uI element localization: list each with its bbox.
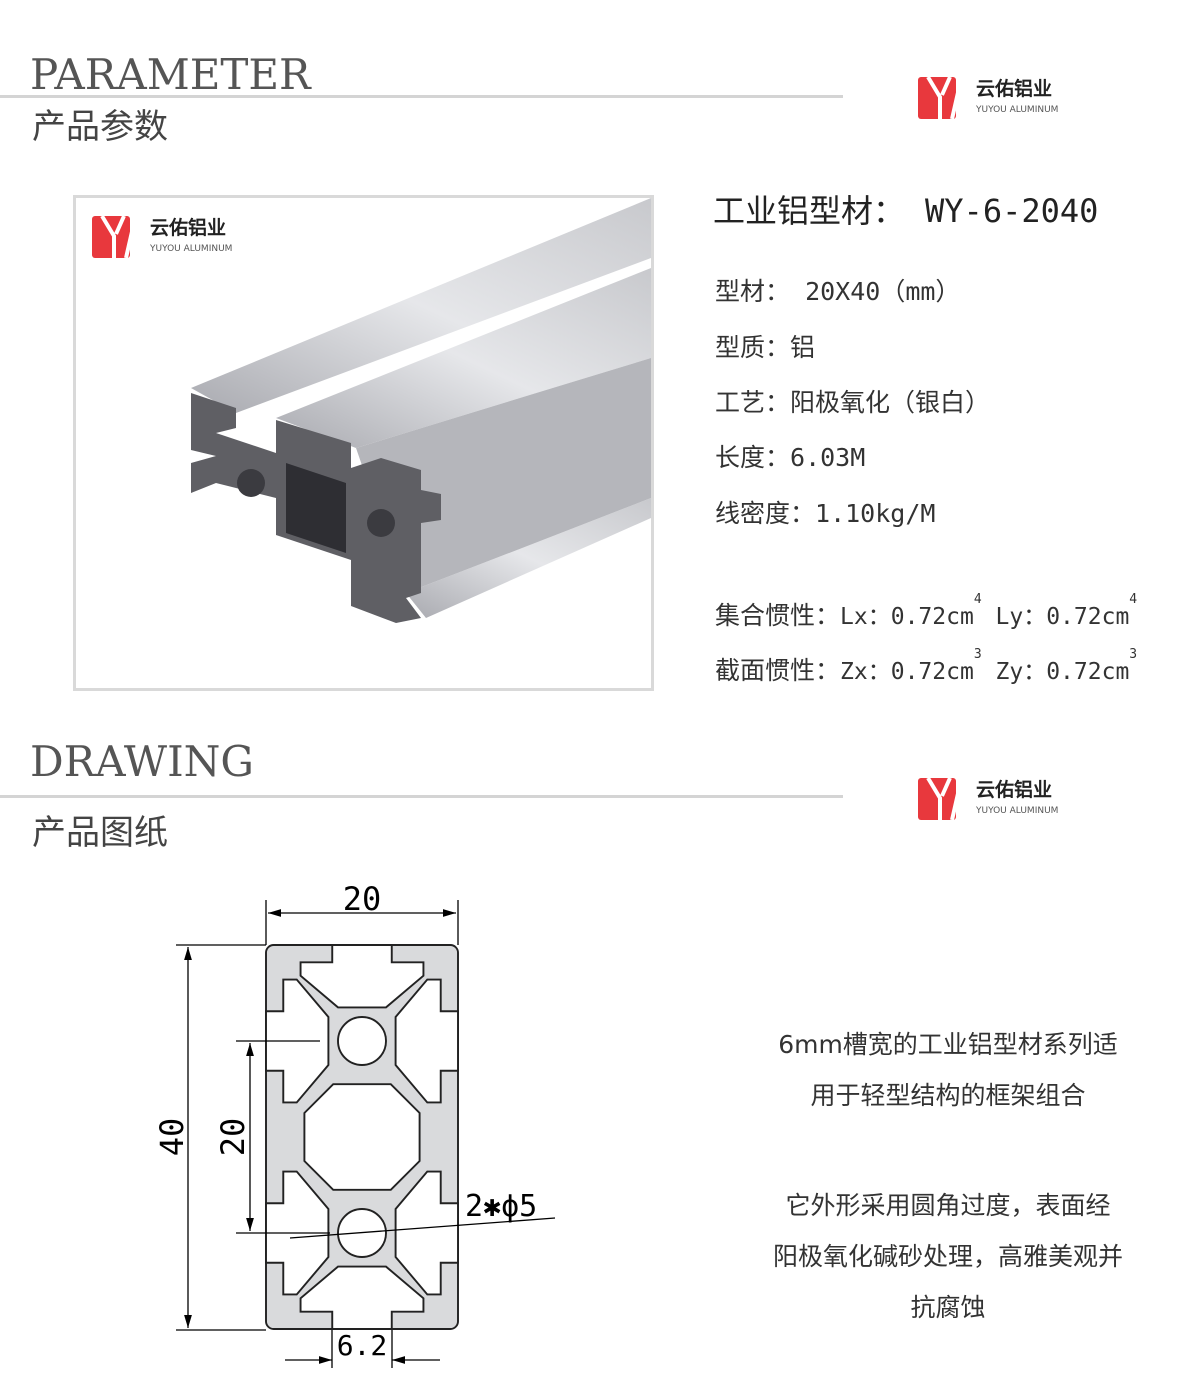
profile-section <box>265 944 459 1330</box>
zy-exponent: 3 <box>1129 647 1138 662</box>
spec-value: 1.10kg/M <box>815 499 936 528</box>
description-block-1: 6mm槽宽的工业铝型材系列适 用于轻型结构的框架组合 <box>700 1019 1196 1121</box>
description-line: 它外形采用圆角过度，表面经 <box>785 1191 1111 1220</box>
dim-slot-label: 6.2 <box>337 1329 388 1362</box>
brand-logo: 云佑铝业 YUYOU ALUMINUM <box>918 75 1058 119</box>
product-title: 工业铝型材： WY-6-2040 <box>713 186 1098 232</box>
logo-brand-cn: 云佑铝业 <box>150 217 227 239</box>
aluminum-profile-image <box>191 198 651 623</box>
section-title-en: PARAMETER <box>30 50 311 99</box>
spec-label: 工艺： <box>715 388 791 417</box>
product-model: WY-6-2040 <box>925 192 1099 230</box>
profile-drawing: 20 40 20 2✱ϕ5 6.2 <box>153 880 556 1368</box>
description-line: 用于轻型结构的框架组合 <box>810 1081 1086 1110</box>
ly-label: Ly： <box>995 604 1047 630</box>
logo-brand-cn: 云佑铝业 <box>976 78 1053 100</box>
logo-mark-icon <box>918 75 964 119</box>
lx-label: Lx： <box>840 604 891 630</box>
logo-mark-icon <box>918 776 964 820</box>
section-title-en: DRAWING <box>30 737 254 786</box>
inertia-label: 集合惯性： <box>715 601 841 630</box>
description-line: 6mm槽宽的工业铝型材系列适 <box>778 1030 1118 1059</box>
logo-brand-cn: 云佑铝业 <box>976 779 1053 801</box>
spec-value: 铝 <box>790 333 816 362</box>
spec-row: 线密度：1.10kg/M <box>715 494 935 530</box>
logo-brand-en: YUYOU ALUMINUM <box>976 806 1059 816</box>
spec-label: 长度： <box>715 443 791 472</box>
spec-value: 阳极氧化（银白） <box>790 388 991 417</box>
dim-width-label: 20 <box>343 880 382 918</box>
brand-logo: 云佑铝业 YUYOU ALUMINUM <box>918 776 1058 820</box>
product-title-label: 工业铝型材： <box>713 192 906 230</box>
divider <box>0 95 843 98</box>
modulus-label: 截面惯性： <box>715 656 841 685</box>
spec-label: 线密度： <box>715 499 816 528</box>
section-title-cn: 产品图纸 <box>32 813 168 853</box>
spec-row: 工艺：阳极氧化（银白） <box>715 383 990 419</box>
description-block-2: 它外形采用圆角过度，表面经 阳极氧化碱砂处理，高雅美观并 抗腐蚀 <box>700 1180 1196 1333</box>
inertia-row: 集合惯性：Lx：0.72cm4 Ly：0.72cm4 <box>715 592 1137 632</box>
dim-height-label: 40 <box>153 1118 191 1157</box>
spec-row: 长度：6.03M <box>715 438 865 474</box>
zx-value: 0.72cm <box>890 659 974 685</box>
logo-mark-icon <box>92 214 138 258</box>
divider <box>0 795 843 798</box>
zy-value: 0.72cm <box>1046 659 1130 685</box>
dim-pitch-label: 20 <box>214 1118 252 1157</box>
spec-label: 型材： <box>715 277 791 306</box>
spec-value: 20X40（mm） <box>790 277 961 306</box>
spec-row: 型质：铝 <box>715 328 815 364</box>
zx-exponent: 3 <box>973 647 982 662</box>
dimension-lines <box>176 900 556 1368</box>
logo-brand-en: YUYOU ALUMINUM <box>150 244 233 254</box>
modulus-row: 截面惯性：Zx：0.72cm3 Zy：0.72cm3 <box>715 647 1137 687</box>
section-title-cn: 产品参数 <box>32 107 168 147</box>
description-line: 抗腐蚀 <box>910 1293 986 1322</box>
lx-value: 0.72cm <box>890 604 974 630</box>
description-line: 阳极氧化碱砂处理，高雅美观并 <box>772 1242 1123 1271</box>
spec-value: 6.03M <box>790 443 866 472</box>
zx-label: Zx： <box>840 659 891 685</box>
ly-exponent: 4 <box>1129 592 1138 607</box>
ly-value: 0.72cm <box>1046 604 1130 630</box>
logo-brand-en: YUYOU ALUMINUM <box>976 105 1059 115</box>
zy-label: Zy： <box>995 659 1047 685</box>
spec-label: 型质： <box>715 333 791 362</box>
dim-hole-label: 2✱ϕ5 <box>465 1189 537 1224</box>
lx-exponent: 4 <box>973 592 982 607</box>
spec-row: 型材： 20X40（mm） <box>715 272 960 308</box>
product-photo: 云佑铝业 YUYOU ALUMINUM <box>73 195 654 691</box>
photo-logo: 云佑铝业 YUYOU ALUMINUM <box>92 214 232 258</box>
